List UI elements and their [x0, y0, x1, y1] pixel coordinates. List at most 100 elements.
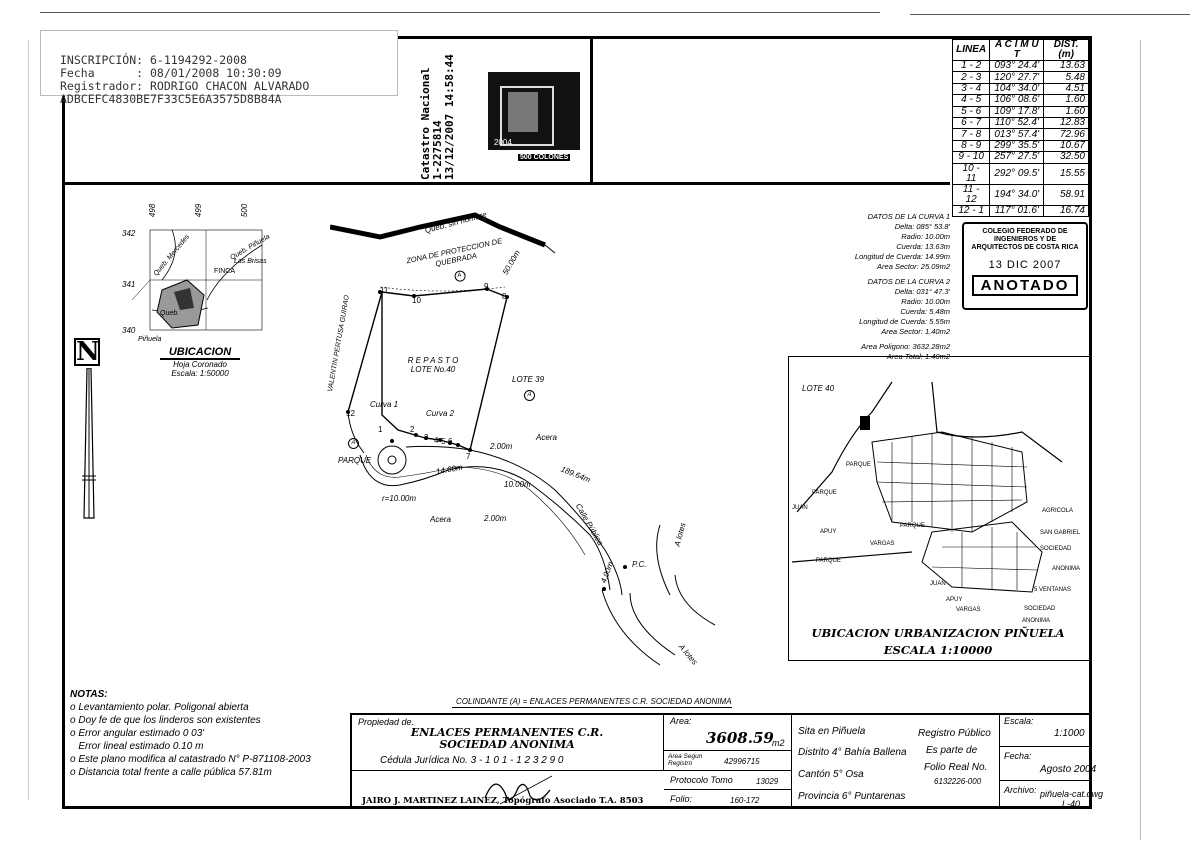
label-finca: FINCA — [214, 268, 235, 275]
distance-cell: 16.74 — [1043, 204, 1089, 217]
escala-label: Escala: — [1004, 716, 1034, 726]
registration-box — [40, 30, 398, 96]
label-pinuela: Piñuela — [138, 336, 162, 343]
urb-label: PARQUE — [846, 462, 871, 468]
urb-label: APUY — [946, 597, 963, 603]
curva1-line: Longitud de Cuerda: 14.99m — [854, 252, 950, 261]
line-cell: 12 - 1 — [951, 204, 991, 217]
azimuth-header-row: LINEA A C I M U T DIST.(m) — [951, 39, 1089, 61]
top-scan-line-right — [910, 14, 1190, 15]
curva2-line: Longitud de Cuerda: 5.55m — [859, 317, 950, 326]
header-acimut: A C I M U T — [989, 39, 1045, 61]
line-cell: 11 - 12 — [951, 183, 991, 206]
urb-label: VARGAS — [956, 607, 981, 613]
hoja-label: Hoja Coronado — [173, 360, 227, 369]
line-cell: 6 - 7 — [951, 116, 991, 130]
owner-name: ENLACES PERMANENTES C.R. SOCIEDAD ANONIM… — [350, 727, 664, 751]
dim-10m: 10.00m — [504, 480, 531, 489]
label-las-brisas: Las Brisas — [234, 258, 267, 265]
urb-title: UBICACION URBANIZACION PIÑUELA — [811, 626, 1065, 640]
college-stamp: COLEGIO FEDERADO DE INGENIEROS Y DE ARQU… — [962, 222, 1088, 310]
ubicacion-label: UBICACION — [160, 346, 240, 360]
urb-label: JUAN — [930, 581, 946, 587]
curva2-line: Area Sector: 1.40m2 — [881, 327, 950, 336]
header-dist: DIST.(m) — [1043, 39, 1089, 61]
area-label: Area: — [670, 716, 692, 726]
vertex-9: 9 — [484, 282, 489, 291]
note-text: Error angular estimado 0 03' — [78, 728, 205, 739]
protocolo-label: Protocolo Tomo — [670, 775, 733, 785]
note-text: Distancia total frente a calle pública 5… — [78, 767, 272, 778]
stamp-value: 500 COLONES — [518, 154, 571, 161]
line-cell: 3 - 4 — [951, 82, 991, 96]
azimuth-cell: 109° 17.8' — [989, 105, 1045, 118]
line-cell: 4 - 5 — [951, 94, 991, 107]
top-scan-line — [40, 12, 880, 13]
escala-label: Escala: 1:50000 — [171, 369, 229, 378]
coord-y-342: 342 — [122, 229, 136, 238]
propiedad-label: Propiedad de. — [358, 717, 415, 727]
distrito: Distrito 4° Bahía Ballena — [798, 747, 907, 758]
title-block — [350, 713, 1092, 809]
curva1-line: Radio: 10.00m — [901, 232, 950, 241]
vertex-11: 11 — [380, 286, 389, 295]
vertex-3: 3 — [424, 433, 429, 442]
lote-39-label: LOTE 39 — [512, 375, 545, 384]
note-bullet: o — [70, 754, 79, 765]
coord-x-499: 499 — [194, 203, 204, 218]
location-cell — [792, 713, 1000, 809]
right-scan-line — [1140, 40, 1141, 840]
note-text: Levantamiento polar. Poligonal abierta — [78, 702, 249, 713]
distance-cell: 12.83 — [1043, 116, 1089, 130]
urb-label: SAN GABRIEL — [1040, 530, 1081, 536]
azimuth-cell: 110° 52.4' — [989, 116, 1045, 130]
registro-publico: Registro Público — [918, 728, 991, 739]
note-text: Error lineal estimado 0.10 m — [78, 741, 204, 752]
urb-label: ANONIMA — [1022, 618, 1051, 624]
colindante-line — [452, 707, 732, 708]
header-vertical-divider — [590, 36, 593, 184]
line-cell: 8 - 9 — [951, 139, 991, 153]
parque-mark: A — [348, 438, 359, 449]
archivo-label: Archivo: — [1004, 785, 1037, 795]
vertex-6: 6 — [448, 437, 453, 446]
pc-label: P.C. — [632, 560, 647, 569]
folio-label: Folio: — [670, 794, 693, 804]
coord-x-498: 498 — [148, 203, 158, 218]
left-scan-line — [28, 40, 29, 800]
line-cell: 2 - 3 — [951, 71, 991, 84]
header-divider — [62, 182, 950, 185]
curva1-line: Area Sector: 25.09m2 — [877, 262, 950, 271]
folio-real-number: 6132226-000 — [934, 777, 982, 786]
azimuth-cell: 013° 57.4' — [989, 128, 1045, 141]
curva2-line: Radio: 10.00m — [901, 297, 950, 306]
area-unit: m2 — [772, 738, 785, 748]
protocolo-value: 13029 — [756, 777, 779, 786]
note-item: o Error angular estimado 0 03' — [70, 727, 311, 740]
note-bullet: o — [70, 715, 79, 726]
note-text: Este plano modifica al catastrado N° P-8… — [78, 754, 311, 765]
note-item: o Doy fe de que los linderos son existen… — [70, 714, 311, 727]
canton: Cantón 5° Osa — [798, 769, 864, 780]
dim-2m-b: 2.00m — [484, 514, 507, 523]
line-cell: 1 - 2 — [951, 59, 991, 73]
notes: NOTAS: o Levantamiento polar. Poligonal … — [70, 688, 311, 779]
repasto-label: R E P A S T O LOTE No.40 — [388, 356, 478, 374]
line-cell: 10 - 11 — [951, 162, 991, 185]
urb-label: PARQUE — [812, 490, 837, 496]
azimuth-cell: 292° 09.5' — [989, 162, 1045, 185]
urb-scale: ESCALA 1:10000 — [883, 643, 993, 657]
vertex-12: 12 — [346, 409, 355, 418]
